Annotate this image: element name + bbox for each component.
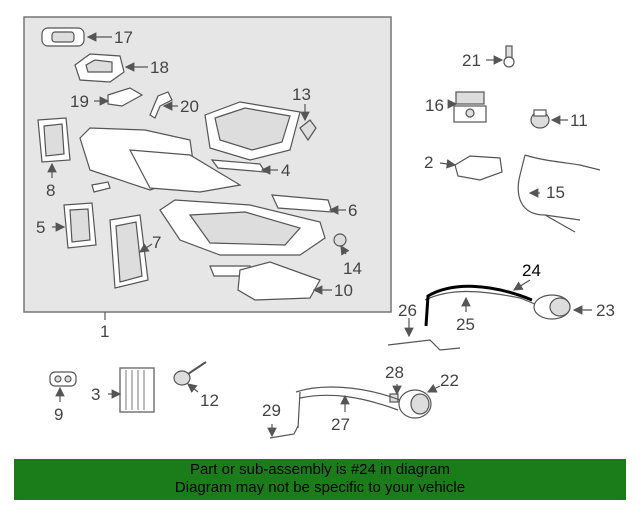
callout-25: 25 bbox=[456, 315, 475, 334]
callout-27: 27 bbox=[331, 415, 350, 434]
callout-12: 12 bbox=[200, 391, 219, 410]
callout-24: 24 bbox=[522, 261, 541, 280]
part-11-sensor[interactable] bbox=[530, 109, 550, 129]
part-24-vacuum-hose[interactable] bbox=[424, 284, 533, 327]
part-3-heater-core[interactable] bbox=[119, 367, 155, 413]
part-16-bracket[interactable] bbox=[453, 91, 487, 123]
callout-29: 29 bbox=[262, 401, 281, 420]
callout-4: 4 bbox=[281, 161, 290, 180]
part-10-cover[interactable] bbox=[209, 261, 321, 301]
part-9-grommet[interactable] bbox=[49, 371, 77, 387]
part-20-lever[interactable] bbox=[149, 91, 173, 119]
callout-16: 16 bbox=[425, 96, 444, 115]
callout-11: 11 bbox=[570, 111, 588, 130]
part-22-actuator[interactable] bbox=[398, 389, 432, 419]
part-13-actuator[interactable] bbox=[299, 119, 317, 142]
callout-28: 28 bbox=[385, 363, 404, 382]
part-evaporator-case[interactable] bbox=[204, 101, 301, 161]
callout-17: 17 bbox=[114, 28, 133, 47]
callout-20: 20 bbox=[180, 97, 199, 116]
part-upper-case[interactable] bbox=[79, 127, 242, 193]
callout-9: 9 bbox=[54, 405, 63, 424]
part-25-cable[interactable] bbox=[424, 290, 536, 305]
part-12-valve[interactable] bbox=[173, 361, 207, 386]
part-5-door[interactable] bbox=[63, 202, 97, 249]
banner-line-1: Part or sub-assembly is #24 in diagram bbox=[189, 461, 451, 478]
callout-26: 26 bbox=[398, 301, 417, 320]
callout-22: 22 bbox=[440, 371, 459, 390]
info-banner: Part or sub-assembly is #24 in diagram D… bbox=[14, 459, 626, 500]
callout-2: 2 bbox=[424, 153, 433, 172]
callout-1: 1 bbox=[100, 322, 109, 341]
part-26-cable[interactable] bbox=[387, 339, 461, 351]
callout-15: 15 bbox=[546, 183, 565, 202]
callout-10: 10 bbox=[334, 281, 353, 300]
part-17-gasket[interactable] bbox=[41, 27, 85, 47]
callout-3: 3 bbox=[91, 385, 100, 404]
callout-19: 19 bbox=[70, 92, 89, 111]
callout-7: 7 bbox=[152, 233, 161, 252]
part-29-rod[interactable] bbox=[269, 425, 299, 439]
part-8-door[interactable] bbox=[37, 117, 71, 163]
part-7-door[interactable] bbox=[109, 214, 149, 289]
part-23-actuator[interactable] bbox=[533, 294, 571, 320]
part-18-housing-cap[interactable] bbox=[74, 53, 125, 83]
callout-8: 8 bbox=[46, 181, 55, 200]
assembly-frame bbox=[23, 16, 392, 313]
callout-13: 13 bbox=[292, 85, 311, 104]
callout-14: 14 bbox=[343, 259, 362, 278]
part-14-sensor[interactable] bbox=[333, 233, 347, 247]
part-15-harness[interactable] bbox=[517, 154, 601, 233]
callout-5: 5 bbox=[36, 218, 45, 237]
part-21-bolt[interactable] bbox=[503, 45, 515, 68]
callout-18: 18 bbox=[150, 58, 169, 77]
part-2-bracket[interactable] bbox=[454, 155, 503, 181]
part-lower-case[interactable] bbox=[159, 199, 326, 256]
part-bracket[interactable] bbox=[91, 181, 111, 193]
callout-6: 6 bbox=[348, 201, 357, 220]
banner-line-2: Diagram may not be specific to your vehi… bbox=[174, 479, 466, 496]
callout-23: 23 bbox=[596, 301, 615, 320]
callout-21: 21 bbox=[462, 51, 481, 70]
